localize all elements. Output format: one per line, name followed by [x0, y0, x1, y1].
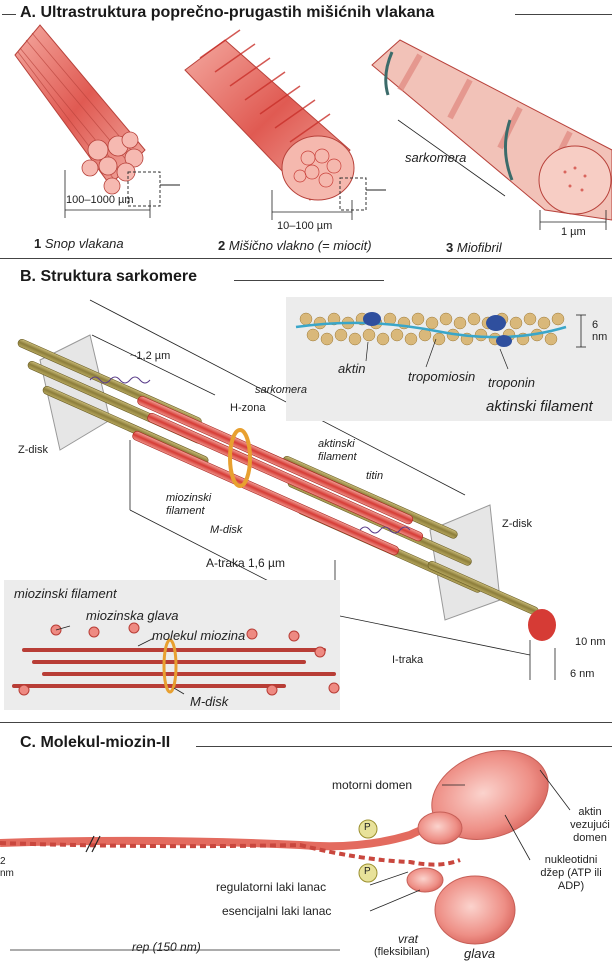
sarkomera-label-a: sarkomera	[405, 150, 467, 165]
label-titin: titin	[366, 470, 384, 482]
label-i-traka: I-traka	[392, 654, 424, 666]
label-6nm: 6 nm	[570, 668, 595, 680]
label-rep: rep (150 nm)	[132, 940, 201, 954]
label-len-12: ~1,2 µm	[130, 350, 171, 362]
actin-inset: aktin tropomiosin troponin aktinski fila…	[286, 297, 612, 421]
myofibril-illustration	[371, 39, 612, 221]
label-aktin-vezujuci: aktin vezujući domen	[568, 806, 612, 845]
label-molekul-miozina: molekul miozina	[152, 628, 246, 643]
actin-inset-size: 6 nm	[592, 319, 608, 343]
caption-item-2: 2 Mišično vlakno (= miocit)	[218, 238, 372, 253]
leader-lines-c	[10, 769, 571, 951]
aktinski-filament-text: aktinski filament	[318, 438, 357, 463]
muscle-fiber-illustration	[184, 29, 386, 211]
caption-num-2: 2	[218, 238, 226, 253]
label-regulatorni: regulatorni laki lanac	[216, 880, 327, 894]
caption-name-3: Miofibril	[456, 240, 502, 255]
label-fleksibilan: (fleksibilan)	[374, 946, 430, 958]
section-a-title: A. Ultrastruktura poprečno-prugastih miš…	[20, 4, 435, 21]
label-aktin: aktin	[338, 361, 366, 376]
label-tropomiosin: tropomiosin	[408, 369, 476, 384]
myosin-inset-title: miozinski filament	[14, 586, 117, 601]
dimension-lines-a	[64, 170, 607, 230]
label-10nm: 10 nm	[575, 636, 606, 648]
label-p2: P	[364, 866, 371, 877]
fiber-bundle-illustration	[14, 24, 180, 207]
label-esencijalni: esencijalni laki lanac	[222, 904, 332, 918]
label-left-edge: 2 nm	[0, 856, 14, 880]
label-aktinski-filament: aktinski filament	[318, 438, 370, 464]
label-m-disk: M-disk	[210, 524, 243, 536]
left-edge-text: 2 nm	[0, 856, 14, 879]
label-a-traka: A-traka 1,6 µm	[206, 556, 285, 570]
label-z-disk-right: Z-disk	[502, 518, 532, 530]
section-b-title: B. Struktura sarkomere	[20, 268, 197, 285]
size-label-2: 10–100 µm	[277, 220, 333, 232]
section-b-rule	[234, 280, 384, 281]
miozinski-filament-text: miozinski filament	[166, 492, 212, 517]
size-label-3: 1 µm	[561, 226, 586, 238]
myosin-inset: miozinski filament miozinska glava molek…	[4, 580, 340, 710]
section-b-top-rule	[0, 258, 612, 259]
myosin-molecule-illustration	[0, 750, 549, 945]
size-label-1: 100–1000 µm	[66, 194, 134, 206]
caption-item-1: 1 Snop vlakana	[34, 236, 124, 251]
label-z-disk-left: Z-disk	[18, 444, 48, 456]
caption-item-3: 3 Miofibril	[446, 240, 502, 255]
section-c-top-rule	[0, 722, 612, 723]
label-troponin: troponin	[488, 375, 535, 390]
caption-num-3: 3	[446, 240, 454, 255]
section-c-rule	[196, 746, 612, 747]
label-h-zona: H-zona	[230, 402, 266, 414]
label-sarkomera-b: sarkomera	[255, 384, 307, 396]
section-a-rule	[515, 14, 612, 15]
label-nukleotidni: nukleotidni džep (ATP ili ADP)	[532, 854, 610, 893]
label-vrat: vrat	[398, 932, 419, 946]
label-myosin-m-disk: M-disk	[190, 694, 229, 709]
actin-inset-title: aktinski filament	[486, 398, 593, 415]
label-motorni-domen: motorni domen	[332, 778, 413, 792]
myosin-filament-illustration	[12, 622, 340, 696]
label-glava: glava	[464, 946, 496, 961]
section-a-left-rule	[2, 14, 16, 15]
caption-name-2: Mišično vlakno (= miocit)	[228, 238, 372, 253]
label-p1: P	[364, 822, 371, 833]
sarcomere-illustration	[17, 334, 556, 641]
label-miozinski-filament: miozinski filament	[166, 492, 222, 518]
aktin-vezujuci-text: aktin vezujući domen	[570, 806, 610, 844]
label-miozinska-glava: miozinska glava	[86, 608, 179, 623]
caption-num-1: 1	[34, 236, 42, 251]
actin-filament-illustration	[295, 312, 586, 370]
caption-name-1: Snop vlakana	[44, 236, 124, 251]
nukleotidni-text: nukleotidni džep (ATP ili ADP)	[540, 854, 602, 892]
section-c-title: C. Molekul-miozin-II	[20, 734, 171, 751]
